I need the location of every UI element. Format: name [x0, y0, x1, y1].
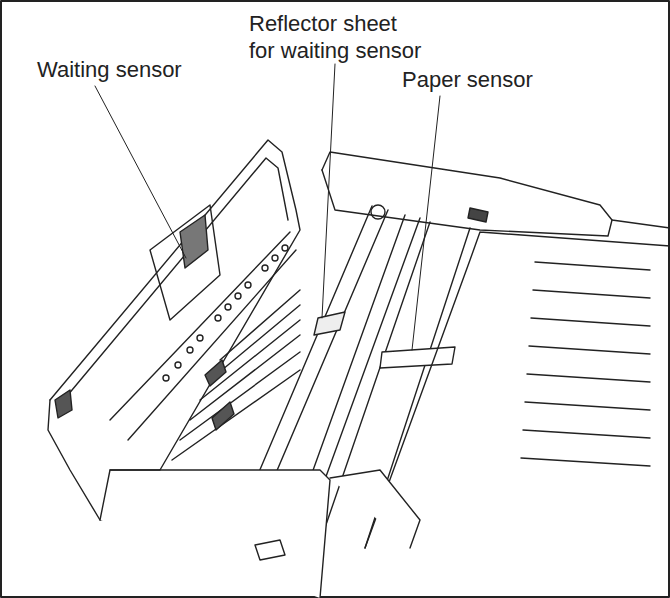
hole — [282, 245, 288, 251]
hole — [215, 315, 221, 321]
lid-panel — [110, 232, 296, 440]
tray-edge — [365, 232, 670, 548]
front-seam — [110, 469, 160, 470]
housing-top — [322, 152, 670, 228]
front-panel — [100, 470, 330, 598]
hole — [245, 282, 251, 288]
tray-lines — [521, 262, 650, 466]
part-label: Paper sensor — [402, 66, 602, 93]
leader-line — [412, 96, 440, 350]
hole — [197, 335, 203, 341]
paper-sensor-part — [380, 347, 455, 368]
lid-rollers — [205, 360, 234, 430]
leader-line — [95, 86, 186, 258]
waiting-sensor-part — [180, 215, 208, 268]
hole — [187, 347, 193, 353]
hole — [262, 265, 268, 271]
housing-front — [322, 170, 612, 236]
lid-window — [150, 205, 220, 320]
roller-back — [318, 222, 470, 548]
part-label: Reflector sheet for waiting sensor — [249, 10, 425, 64]
lid-latch — [55, 390, 72, 418]
hole — [235, 293, 241, 299]
button — [468, 208, 488, 222]
reflector-sheet — [314, 312, 345, 335]
lid-ribs — [172, 290, 300, 460]
leader-line — [322, 64, 335, 318]
hole — [225, 304, 231, 310]
paper-guide — [330, 470, 420, 548]
hole — [272, 255, 278, 261]
lid-holes — [163, 245, 288, 381]
front-tab — [255, 540, 285, 560]
hole — [175, 362, 181, 368]
part-label: Waiting sensor — [37, 56, 237, 83]
roller-end — [371, 205, 385, 219]
hole — [163, 375, 169, 381]
lid-rim — [62, 158, 288, 402]
